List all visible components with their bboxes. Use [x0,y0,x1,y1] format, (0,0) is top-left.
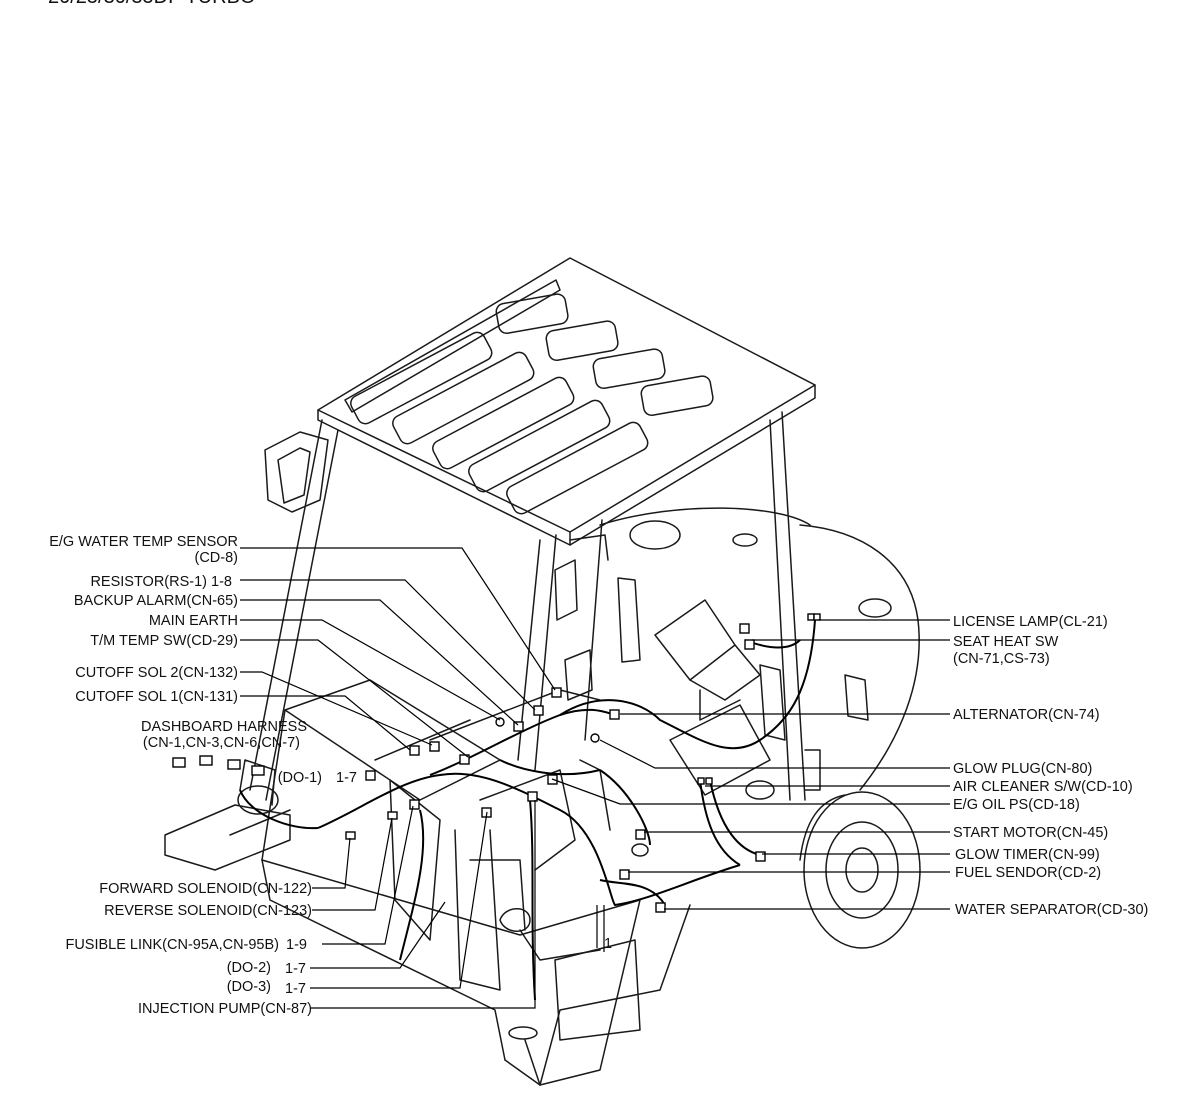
label-alternator: ALTERNATOR(CN-74) [953,707,1100,723]
label-glow-plug: GLOW PLUG(CN-80) [953,761,1092,777]
label-oil-ps: E/G OIL PS(CD-18) [953,797,1080,813]
label-air-cleaner: AIR CLEANER S/W(CD-10) [953,779,1133,795]
label-water-temp-sensor-code: (CD-8) [195,550,239,566]
label-cutoff-sol-2: CUTOFF SOL 2(CN-132) [75,665,238,681]
ref-fusible-link: 1-9 [286,937,307,953]
label-license-lamp: LICENSE LAMP(CL-21) [953,614,1108,630]
ref-main-harness: 1 [604,936,612,952]
label-start-motor: START MOTOR(CN-45) [953,825,1108,841]
label-tm-temp-sw: T/M TEMP SW(CD-29) [90,633,238,649]
labels-right: LICENSE LAMP(CL-21) SEAT HEAT SW (CN-71,… [604,614,1148,952]
label-dashboard-harness: DASHBOARD HARNESS [141,719,307,735]
label-injection-pump: INJECTION PUMP(CN-87) [138,1001,312,1017]
label-main-earth: MAIN EARTH [149,613,238,629]
labels-left: E/G WATER TEMP SENSOR (CD-8) RESISTOR(RS… [49,534,357,1017]
label-do-3: (DO-3) [227,979,271,995]
label-cutoff-sol-1: CUTOFF SOL 1(CN-131) [75,689,238,705]
ref-do-3: 1-7 [285,981,306,997]
wiring-harness [239,619,816,1001]
label-dashboard-harness-codes: (CN-1,CN-3,CN-6,CN-7) [143,735,300,751]
ref-resistor: 1-8 [211,574,232,590]
label-water-separator: WATER SEPARATOR(CD-30) [955,902,1148,918]
label-resistor: RESISTOR(RS-1) [90,574,207,590]
label-fusible-link: FUSIBLE LINK(CN-95A,CN-95B) [65,937,279,953]
label-fuel-sendor: FUEL SENDOR(CD-2) [955,865,1101,881]
label-water-temp-sensor: E/G WATER TEMP SENSOR [49,534,238,550]
forklift-drawing [164,257,921,1086]
label-seat-heat-sw: SEAT HEAT SW [953,634,1059,650]
ref-do-2: 1-7 [285,961,306,977]
leader-lines [240,547,950,1009]
connectors [172,613,821,913]
label-reverse-solenoid: REVERSE SOLENOID(CN-123) [104,903,312,919]
label-do-2: (DO-2) [227,960,271,976]
label-do-1: (DO-1) [278,770,322,786]
label-backup-alarm: BACKUP ALARM(CN-65) [74,593,238,609]
label-glow-timer: GLOW TIMER(CN-99) [955,847,1100,863]
page-title: 20/25/30/35DF TURBO [48,0,256,9]
label-forward-solenoid: FORWARD SOLENOID(CN-122) [99,881,312,897]
label-seat-heat-sw-codes: (CN-71,CS-73) [953,651,1050,667]
ref-do-1: 1-7 [336,770,357,786]
